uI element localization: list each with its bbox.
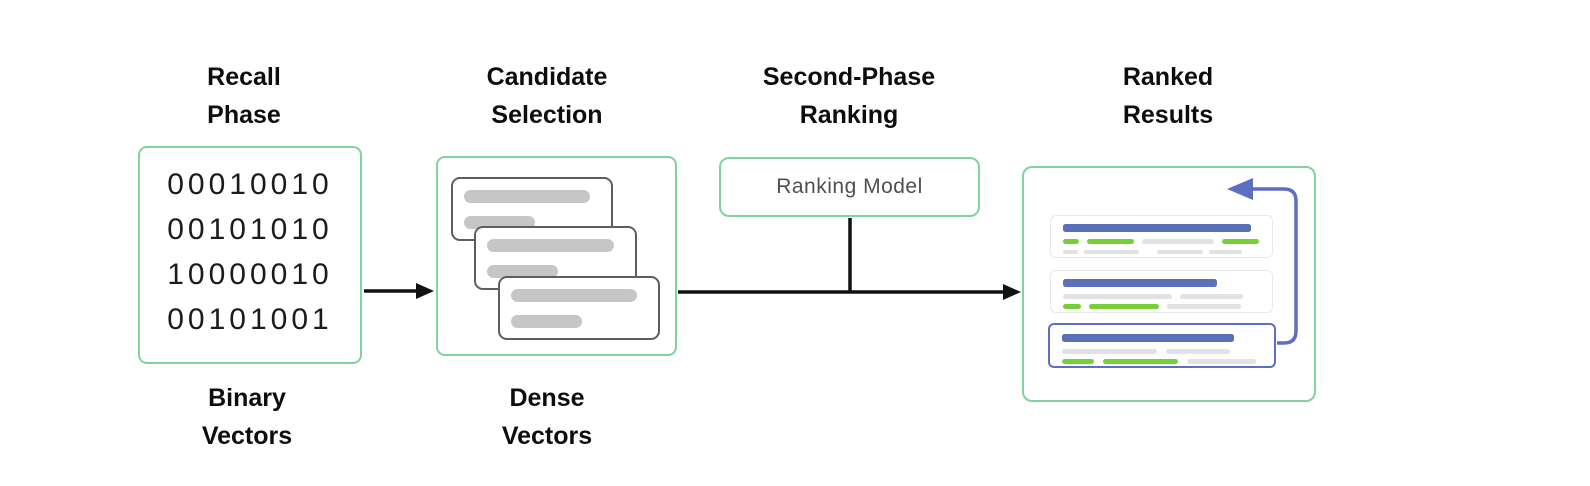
result-card (1050, 270, 1273, 313)
caption-binary-vectors: Binary Vectors (137, 379, 357, 455)
text-bar (1142, 239, 1214, 244)
heading-line: Results (1122, 101, 1214, 129)
keyword-highlight-bar (1089, 304, 1159, 309)
result-title-bar (1063, 224, 1251, 232)
flow-arrow-recall-to-candidate (364, 283, 434, 299)
keyword-highlight-bar (1087, 239, 1134, 244)
text-bar (1063, 294, 1172, 299)
stage-heading-second-phase-ranking: Second-Phase Ranking (739, 58, 959, 134)
ranking-model-label: Ranking Model (776, 175, 923, 198)
dense-vector-card (498, 276, 660, 340)
result-title-bar (1062, 334, 1234, 342)
text-line-bar (464, 190, 591, 203)
keyword-highlight-bar (1103, 359, 1178, 364)
text-bar (1062, 349, 1157, 354)
caption-line: Dense (509, 384, 585, 412)
result-card (1050, 215, 1273, 258)
text-line-bar (511, 289, 638, 302)
result-title-bar (1063, 279, 1217, 287)
stage-heading-ranked-results: Ranked Results (1058, 58, 1278, 134)
text-bar (1209, 250, 1242, 254)
arrowhead-icon (1003, 284, 1021, 300)
stage-heading-candidate-selection: Candidate Selection (437, 58, 657, 134)
keyword-highlight-bar (1063, 239, 1079, 244)
caption-line: Binary (208, 384, 286, 412)
text-line-bar (511, 315, 582, 328)
keyword-highlight-bar (1062, 359, 1094, 364)
keyword-highlight-bar (1222, 239, 1259, 244)
text-bar (1157, 250, 1203, 254)
text-line-bar (464, 216, 535, 229)
binary-vector-row: 00101010 (167, 213, 333, 246)
binary-vectors-box: 00010010 00101010 10000010 00101001 (138, 146, 362, 364)
keyword-highlight-bar (1063, 304, 1081, 309)
binary-vector-row: 10000010 (167, 258, 333, 291)
text-line-bar (487, 265, 559, 278)
heading-line: Selection (491, 101, 603, 129)
heading-line: Candidate (486, 63, 608, 91)
text-bar (1180, 294, 1243, 299)
ranking-model-box: Ranking Model (719, 157, 980, 217)
stage-heading-recall-phase: Recall Phase (134, 58, 354, 134)
binary-vector-row: 00010010 (167, 168, 333, 201)
result-card-selected (1048, 323, 1276, 368)
heading-line: Recall (207, 63, 281, 91)
text-bar (1187, 359, 1256, 364)
heading-line: Second-Phase (762, 63, 936, 91)
flow-arrow-candidate-to-results (678, 284, 1021, 300)
heading-line: Phase (207, 101, 281, 129)
caption-dense-vectors: Dense Vectors (437, 379, 657, 455)
text-bar (1167, 304, 1241, 309)
caption-line: Vectors (501, 422, 593, 450)
heading-line: Ranked (1122, 63, 1214, 91)
heading-line: Ranking (799, 101, 899, 129)
text-line-bar (487, 239, 615, 252)
text-bar (1166, 349, 1230, 354)
text-bar (1084, 250, 1139, 254)
text-bar (1063, 250, 1078, 254)
arrowhead-icon (416, 283, 434, 299)
binary-vector-row: 00101001 (167, 303, 333, 336)
caption-line: Vectors (201, 422, 293, 450)
